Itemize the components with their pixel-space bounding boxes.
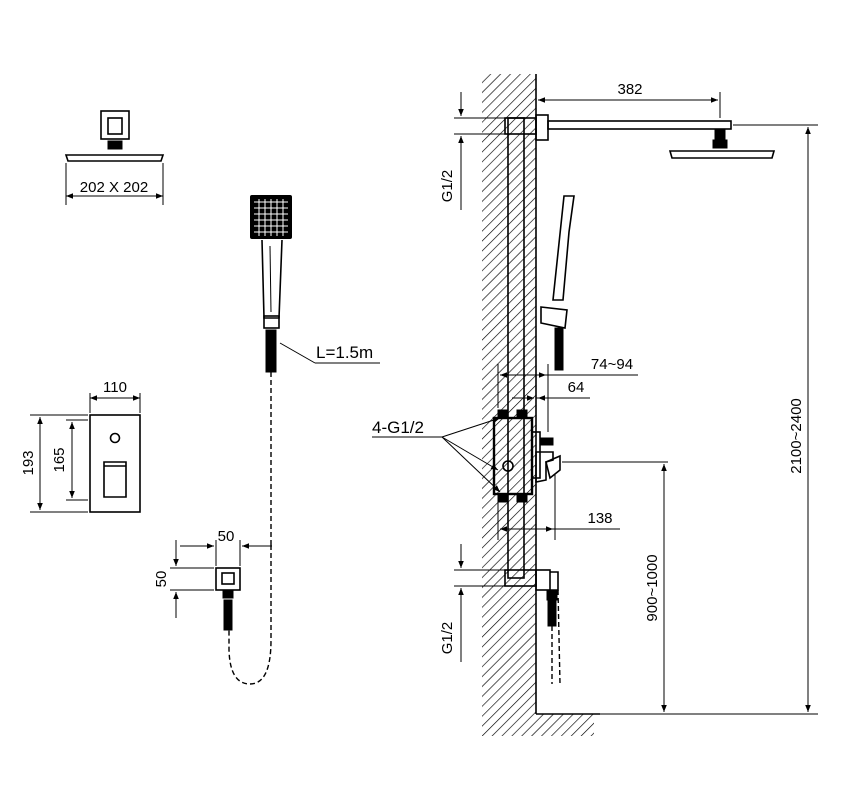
depth-fixed-label: 64 — [568, 379, 585, 396]
hand-shower-view: L=1.5m — [228, 195, 380, 685]
handshower-hose-side — [554, 327, 564, 371]
thread-bottom-label: G1/2 — [439, 622, 456, 655]
elbow-outlet — [221, 572, 235, 585]
elbow-plate — [215, 567, 241, 591]
valve-lever — [103, 461, 127, 498]
valve-plate — [89, 414, 141, 513]
connections-label: 4-G1/2 — [372, 418, 424, 437]
outlet-elbow-side — [535, 569, 551, 591]
handle-projection-label: 138 — [587, 510, 612, 527]
valve-width-label: 110 — [103, 379, 127, 396]
elbow-hose-end — [223, 599, 233, 631]
diverter-side — [540, 437, 554, 446]
valve-height-outer-label: 193 — [20, 450, 37, 475]
hand-shower-handle — [261, 239, 283, 319]
head-plate — [64, 154, 165, 162]
head-size-label: 202 X 202 — [80, 179, 148, 196]
elbow-width-label: 50 — [218, 528, 235, 545]
head-mount-inner — [107, 117, 123, 135]
hose-connector-top — [265, 329, 277, 373]
handshower-bracket — [540, 306, 568, 329]
depth-range-label: 74~94 — [591, 356, 633, 373]
elbow-height-label: 50 — [153, 571, 170, 588]
hand-shower-side — [552, 195, 575, 301]
side-section-view: 382 G1/2 4-G1/2 74~94 — [372, 74, 818, 736]
shower-arm — [547, 120, 732, 130]
outlet-hose-side — [547, 599, 557, 627]
head-ball-side — [712, 139, 728, 149]
thread-top-label: G1/2 — [439, 170, 456, 203]
valve-height-inner-label: 165 — [51, 447, 68, 472]
valve-front-view: 110 193 165 — [20, 379, 141, 513]
head-nut-side — [714, 129, 726, 141]
hose-length-label: L=1.5m — [316, 343, 373, 362]
arm-length-label: 382 — [617, 81, 642, 98]
rain-head-view: 202 X 202 — [64, 110, 165, 205]
diverter-knob — [109, 432, 121, 444]
arm-flange — [535, 114, 549, 141]
handle-base — [263, 315, 280, 329]
floor-hatch — [482, 714, 594, 736]
head-mount-block — [100, 110, 130, 140]
hose-loop — [228, 545, 272, 685]
elbow-nut — [222, 589, 234, 599]
head-nut — [107, 140, 123, 150]
valve-height-range-label: 900~1000 — [644, 554, 661, 621]
wall-elbow-view: 50 50 — [153, 528, 272, 631]
rain-head-side — [668, 150, 776, 159]
wall-hatch — [482, 74, 536, 714]
head-height-range-label: 2100~2400 — [788, 398, 805, 474]
